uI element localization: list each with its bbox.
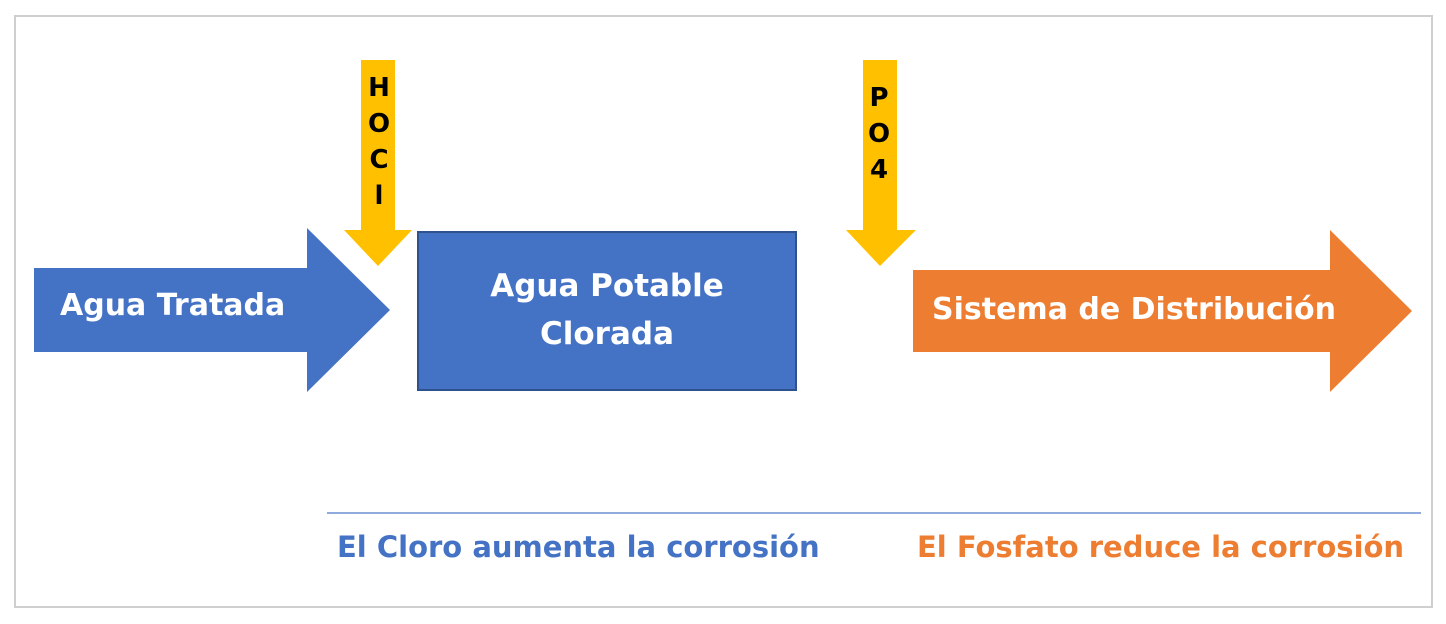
phosphate-note: El Fosfato reduce la corrosión bbox=[917, 530, 1405, 564]
process-box-label: Agua Potable Clorada bbox=[418, 262, 796, 358]
phosphate-arrow bbox=[846, 60, 916, 266]
phosphate-arrow-label: P O 4 bbox=[862, 80, 896, 188]
phosphate-letter: 4 bbox=[869, 155, 889, 185]
process-box bbox=[417, 231, 797, 391]
chlorine-arrow-label: H O C l bbox=[362, 70, 396, 214]
phosphate-letter: P bbox=[869, 83, 889, 113]
chlorine-letter: l bbox=[374, 181, 384, 211]
chlorine-note: El Cloro aumenta la corrosión bbox=[337, 530, 820, 564]
chlorine-arrow bbox=[344, 60, 412, 266]
chlorine-letter: C bbox=[369, 145, 389, 175]
phosphate-letter: O bbox=[867, 119, 891, 149]
chlorine-letter: O bbox=[367, 109, 391, 139]
input-arrow-label: Agua Tratada bbox=[60, 288, 286, 323]
process-box-label-line-2: Clorada bbox=[540, 316, 674, 352]
output-arrow-label: Sistema de Distribución bbox=[932, 292, 1336, 327]
input-arrow bbox=[34, 228, 390, 392]
output-arrow bbox=[913, 230, 1412, 392]
process-box-label-line-1: Agua Potable bbox=[490, 268, 724, 304]
chlorine-letter: H bbox=[368, 73, 390, 103]
